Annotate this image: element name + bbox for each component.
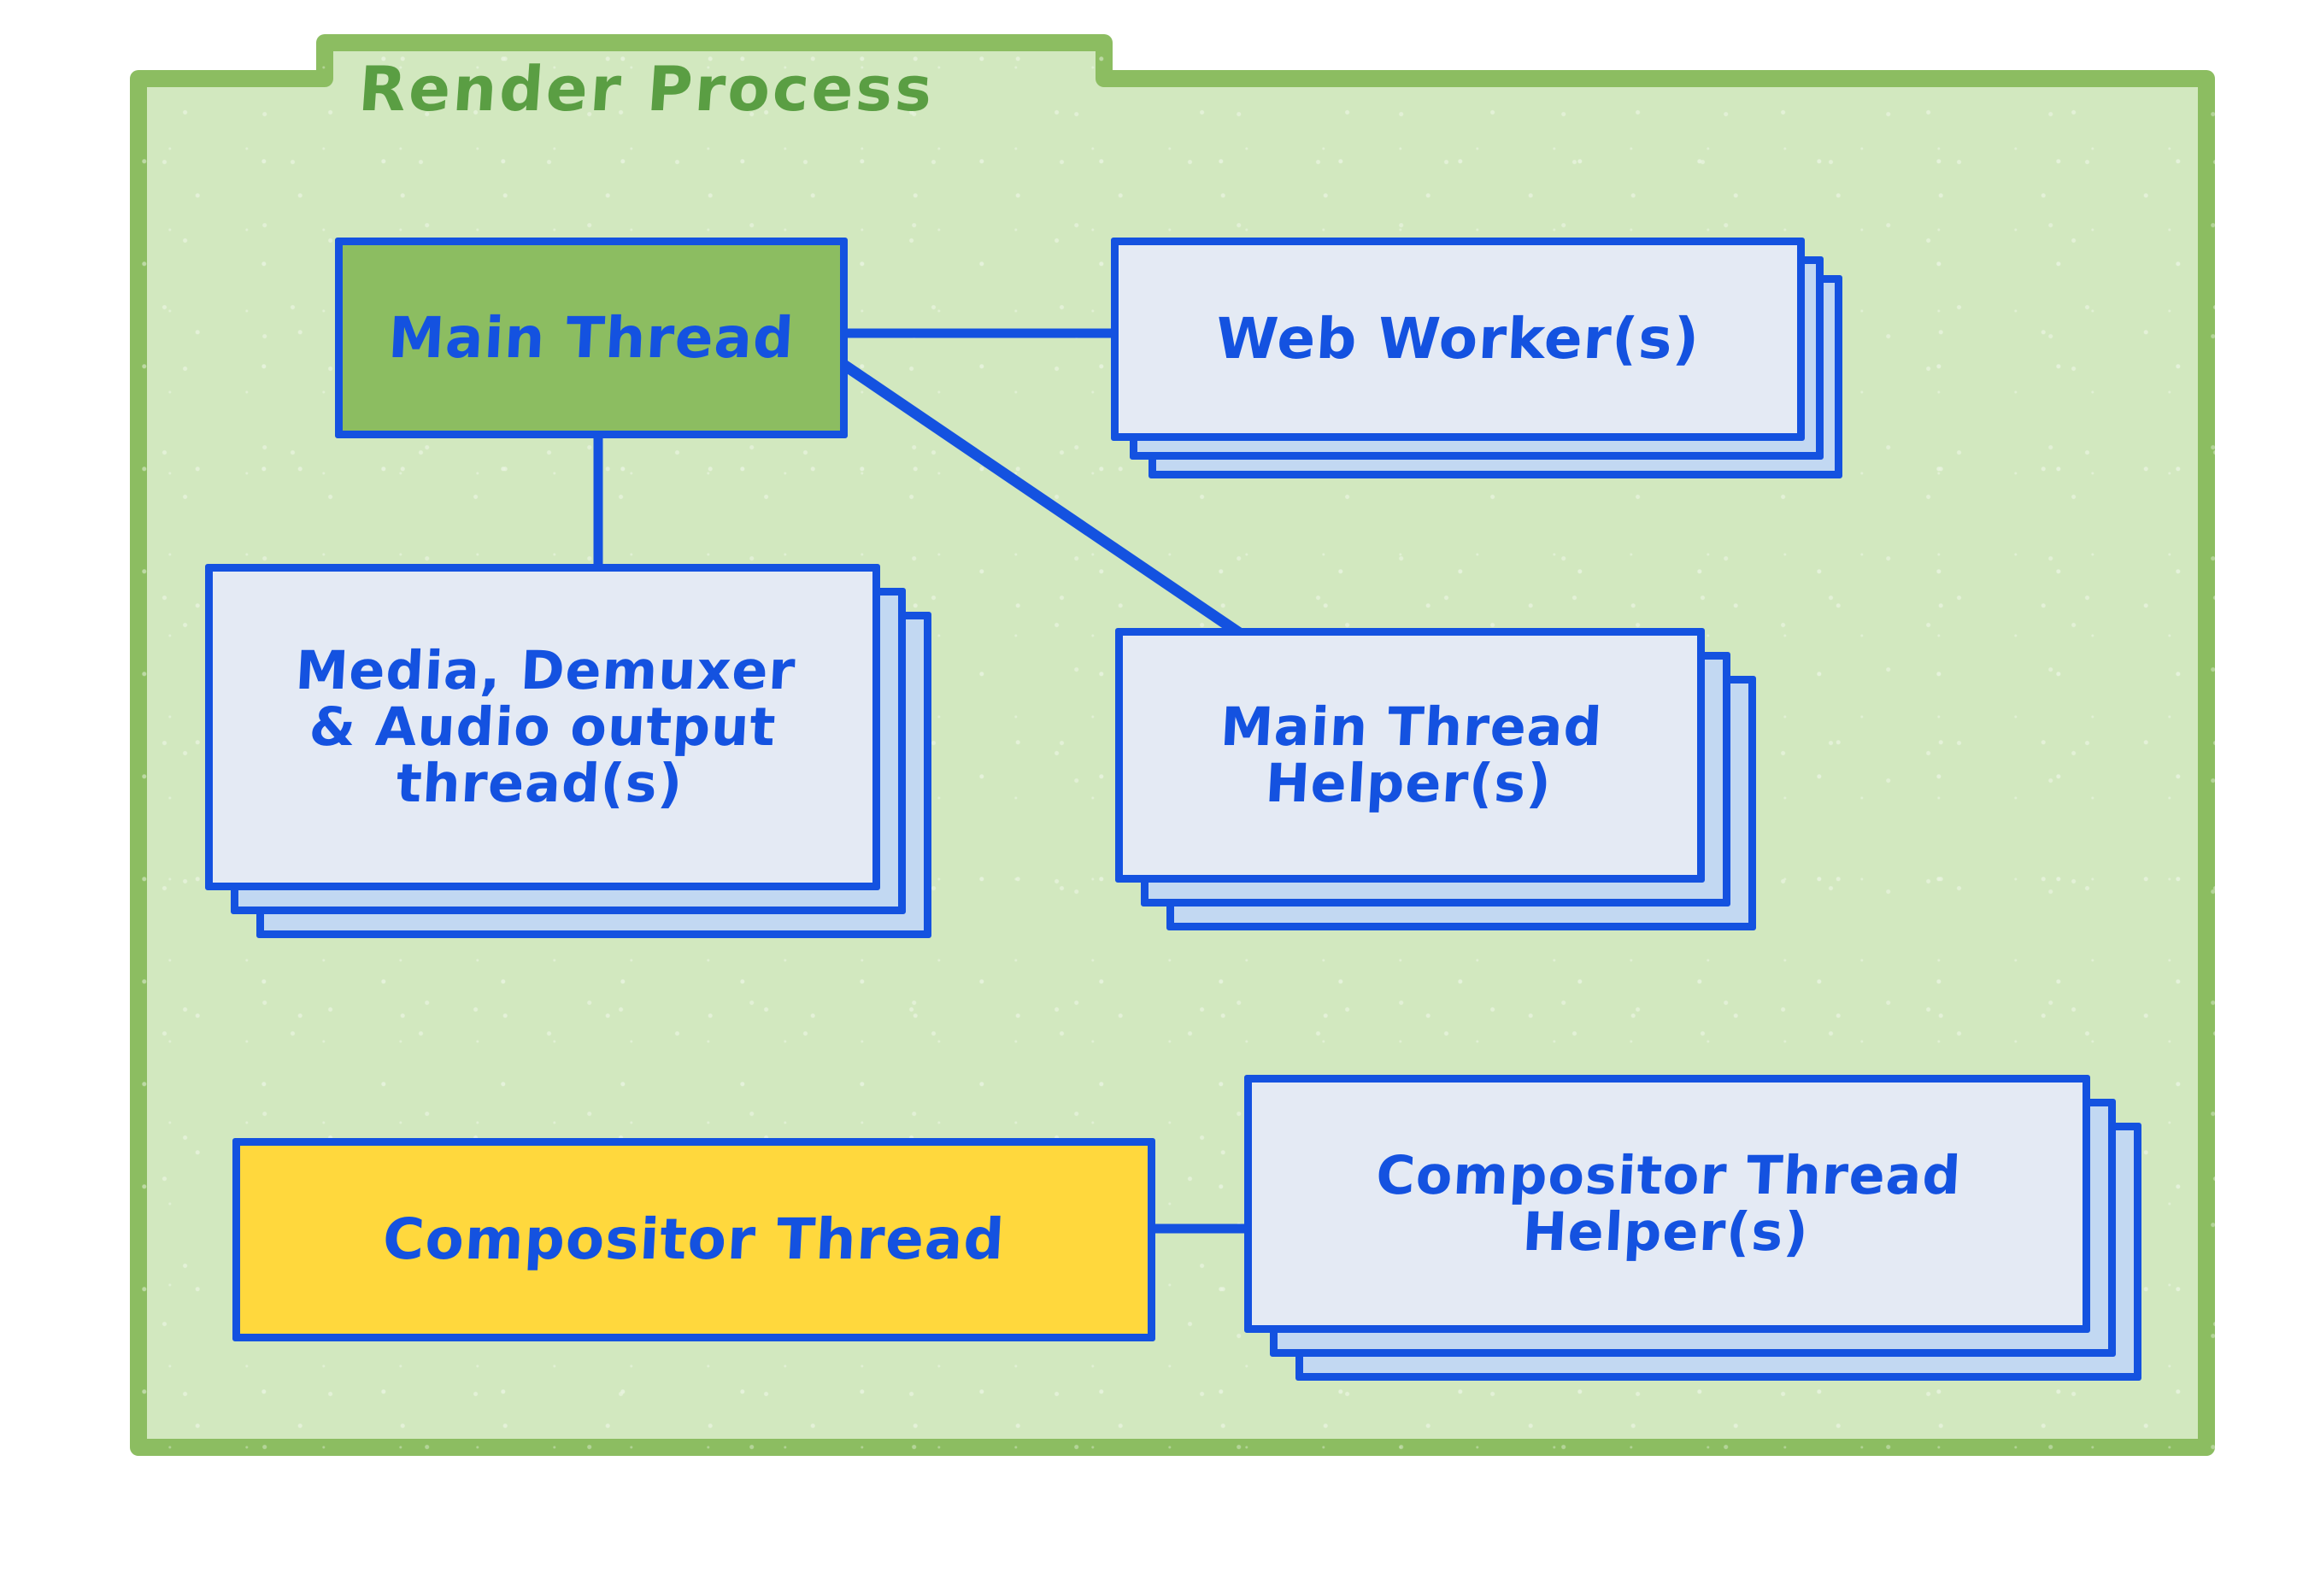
compositor-thread-card	[232, 1138, 1155, 1341]
node-media-demuxer-audio[interactable]: Media, Demuxer & Audio output thread(s)	[205, 564, 1060, 965]
node-compositor-thread[interactable]: Compositor Thread	[232, 1138, 1172, 1343]
web-workers-card-front	[1111, 238, 1805, 441]
main-thread-card	[335, 238, 848, 438]
node-web-workers[interactable]: Web Worker(s)	[1111, 238, 1863, 511]
main-thread-helpers-card-front	[1115, 628, 1705, 883]
node-main-thread[interactable]: Main Thread	[335, 238, 882, 443]
page-title: Render Process	[356, 53, 937, 125]
media-card-front	[205, 564, 880, 890]
compositor-helpers-card-front	[1244, 1075, 2090, 1333]
node-main-thread-helpers[interactable]: Main Thread Helper(s)	[1115, 628, 1799, 970]
node-compositor-thread-helpers[interactable]: Compositor Thread Helper(s)	[1244, 1075, 2184, 1434]
